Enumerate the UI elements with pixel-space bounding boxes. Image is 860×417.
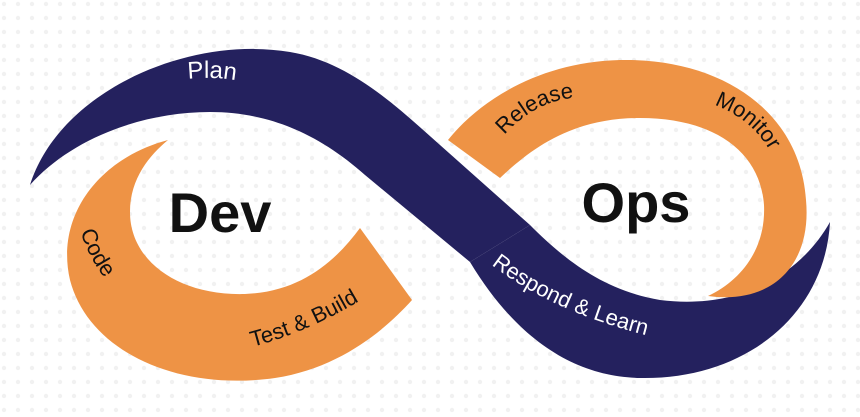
navy-ribbon-lower-right xyxy=(470,222,830,379)
stage-plan-text: Plan xyxy=(187,57,239,86)
orange-right-crescent xyxy=(448,59,807,298)
ops-label: Ops xyxy=(582,171,691,234)
stage-label-plan: Plan xyxy=(187,57,239,86)
navy-ribbon-upper-left xyxy=(30,48,530,262)
orange-left-crescent xyxy=(67,140,412,381)
dev-label: Dev xyxy=(169,181,272,244)
